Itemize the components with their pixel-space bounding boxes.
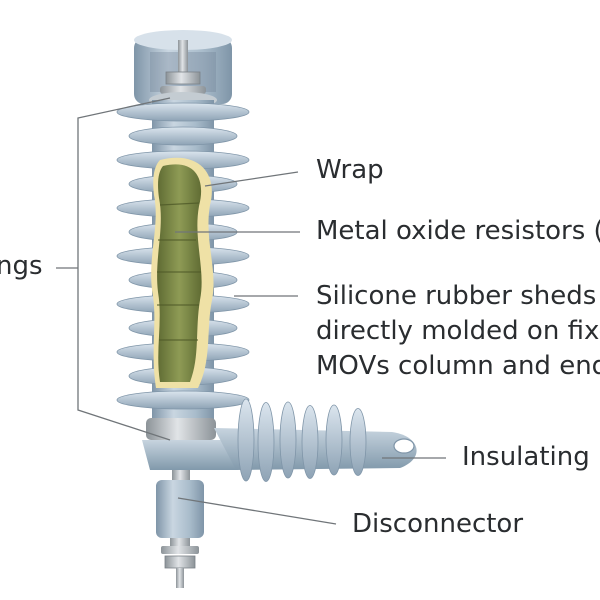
disconnector-part	[156, 470, 204, 588]
bottom-fitting	[142, 398, 417, 482]
bracket-shed	[257, 402, 275, 482]
bracket-shed	[349, 408, 367, 476]
label-wrap: Wrap	[316, 155, 384, 185]
bracket-shed	[325, 404, 343, 476]
shed	[128, 126, 238, 146]
shed	[116, 390, 250, 410]
bracket-shed	[237, 398, 255, 482]
bracket-mounting-hole	[393, 438, 415, 454]
label-end-fittings: ngs	[0, 251, 43, 281]
mov-disc-joints	[157, 202, 201, 341]
label-sheds-line-2: directly molded on fixe	[316, 316, 600, 346]
bracket-sheds	[237, 398, 367, 482]
label-insulating: Insulating	[462, 442, 590, 472]
mov-column	[157, 164, 202, 382]
label-disconnector: Disconnector	[352, 509, 524, 539]
top-cap	[134, 30, 232, 108]
cutaway	[151, 157, 214, 388]
bracket-shed	[301, 405, 319, 479]
end-fittings-bracket-line	[77, 97, 171, 441]
shed	[116, 102, 250, 122]
label-sheds-line-3: MOVs column and end	[316, 351, 600, 381]
leader-lines	[56, 97, 446, 525]
disconnector-leader	[177, 497, 337, 525]
insulating-bracket-base	[142, 440, 236, 470]
bracket-shed	[279, 401, 297, 479]
wrap-leader	[204, 171, 299, 187]
label-sheds-line-1: Silicone rubber sheds	[316, 281, 597, 311]
label-metal-oxide-resistors: Metal oxide resistors (	[316, 216, 600, 246]
